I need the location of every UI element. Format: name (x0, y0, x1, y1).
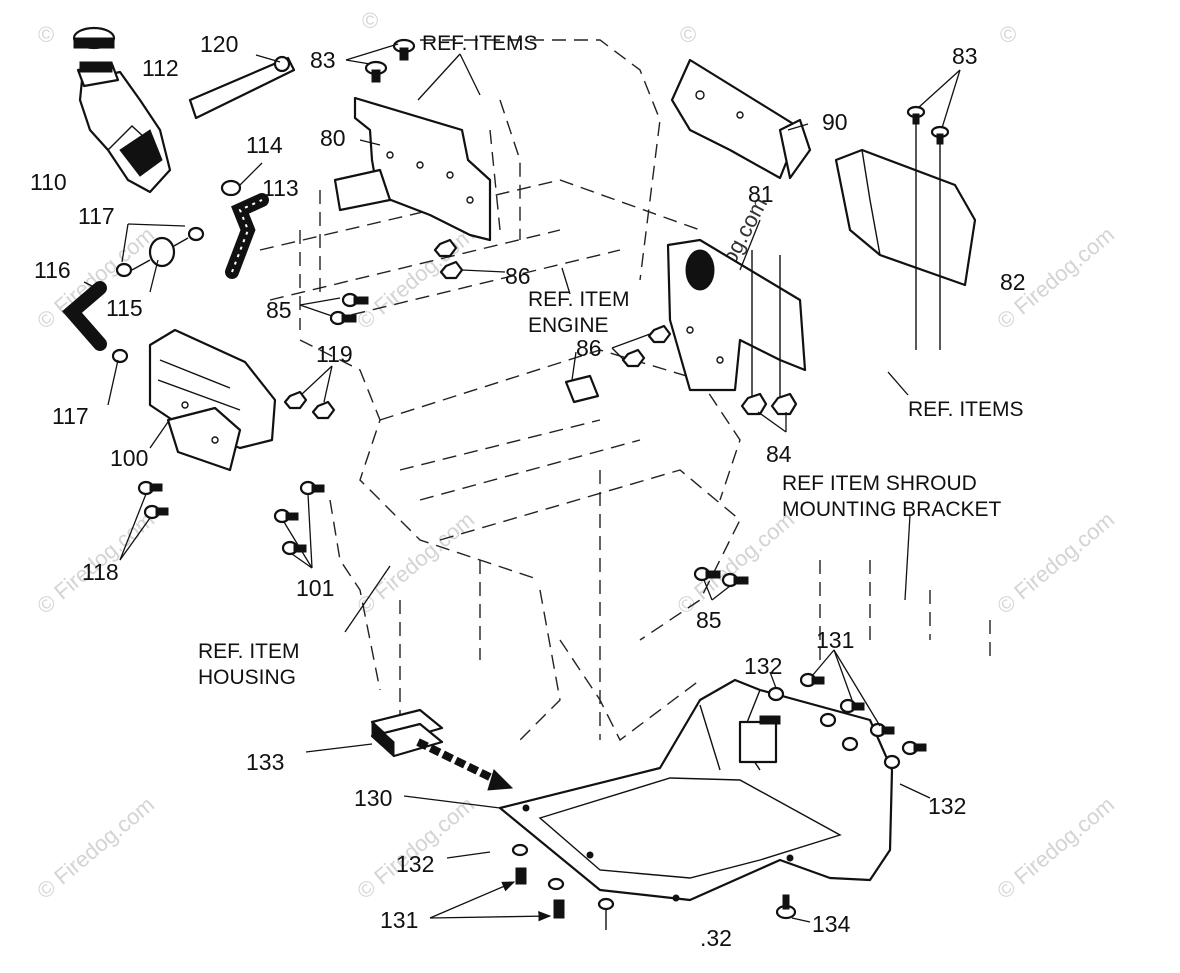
part-131-132-hardware (511, 672, 927, 930)
label-mounting-bracket: MOUNTING BRACKET (782, 498, 1002, 521)
leader-lines (83, 43, 961, 923)
part-133-pad (370, 708, 514, 791)
watermark-copyright: © (362, 8, 378, 33)
label-86: 86 (576, 335, 602, 361)
label-100: 100 (110, 445, 148, 471)
part-86-nuts (433, 238, 672, 368)
watermark-text: © Firedog.com (992, 792, 1119, 904)
part-83-bolts (364, 38, 416, 83)
label-ref-item-engine: ENGINE (528, 314, 609, 337)
label-117: 117 (78, 203, 115, 229)
part-100-bracket (148, 328, 277, 472)
reference-outlines (259, 39, 991, 742)
engine-block-part (564, 374, 600, 404)
label-86: 86 (505, 263, 531, 289)
label-82: 82 (1000, 269, 1026, 295)
label-85: 85 (696, 607, 722, 633)
part-80-bracket (333, 96, 492, 242)
part-110-tank (78, 70, 172, 194)
part-84-nuts (740, 392, 798, 416)
watermark-copyright: © (680, 22, 696, 47)
label-101: 101 (296, 575, 334, 601)
part-85-bolts (329, 292, 749, 588)
label-131: 131 (816, 627, 854, 653)
label-80: 80 (320, 125, 346, 151)
label-118: 118 (82, 559, 119, 585)
label-ref-items: REF. ITEMS (422, 32, 538, 55)
watermark-text: © Firedog.com (992, 507, 1119, 619)
label-113: 113 (262, 175, 299, 201)
label-116: 116 (34, 257, 71, 283)
label-ref-item-housing: HOUSING (198, 666, 296, 689)
part-81-bracket (666, 238, 807, 400)
label-112: 112 (142, 55, 179, 81)
label-ref-item-engine: REF. ITEM (528, 288, 630, 311)
label-132: 132 (396, 851, 434, 877)
label-130: 130 (354, 785, 392, 811)
label-ref-item-housing: REF. ITEM (198, 640, 300, 663)
label-131: 131 (380, 907, 418, 933)
label-133: 133 (246, 749, 284, 775)
label-110: 110 (30, 169, 67, 195)
part-115-valve (115, 226, 205, 278)
label-132: 132 (928, 793, 966, 819)
label-117: 117 (52, 403, 89, 429)
label-119: 119 (316, 341, 353, 367)
label-83: 83 (952, 43, 978, 69)
label-ref-items: REF. ITEMS (908, 398, 1024, 421)
label-83: 83 (310, 47, 336, 73)
watermark-text: © Firedog.com (352, 507, 479, 619)
part-116-hose (62, 281, 129, 364)
part-120-strap (188, 55, 296, 120)
label-115: 115 (106, 295, 143, 321)
part-112-cap (72, 26, 120, 88)
part-82-shroud (834, 105, 977, 350)
part-90-bracket (670, 58, 812, 180)
watermark-text: © Firedog.com (672, 507, 799, 619)
part-130-pan (498, 678, 894, 902)
watermark-text: © Firedog.com (352, 222, 479, 334)
label-120: 120 (200, 31, 238, 57)
part-119-nuts (283, 390, 336, 420)
label-81: 81 (748, 181, 774, 207)
label-134: 134 (812, 911, 851, 937)
part-101-bolts (273, 480, 325, 556)
label-85: 85 (266, 297, 292, 323)
label-132: 132 (744, 653, 782, 679)
watermark-text: © Firedog.com (32, 792, 159, 904)
label-ref-item-shroud: REF ITEM SHROUD (782, 472, 977, 495)
watermark-copyright: © (1000, 22, 1016, 47)
watermark-copyright: © (38, 22, 54, 47)
label-90: 90 (822, 109, 848, 135)
label-32: .32 (700, 925, 732, 951)
part-118-bolts (137, 480, 169, 520)
label-84: 84 (766, 441, 792, 467)
callout-labels: 120 83 REF. ITEMS 83 112 110 114 113 80 … (30, 31, 1026, 951)
part-113-hose (220, 179, 269, 279)
label-114: 114 (246, 132, 283, 158)
